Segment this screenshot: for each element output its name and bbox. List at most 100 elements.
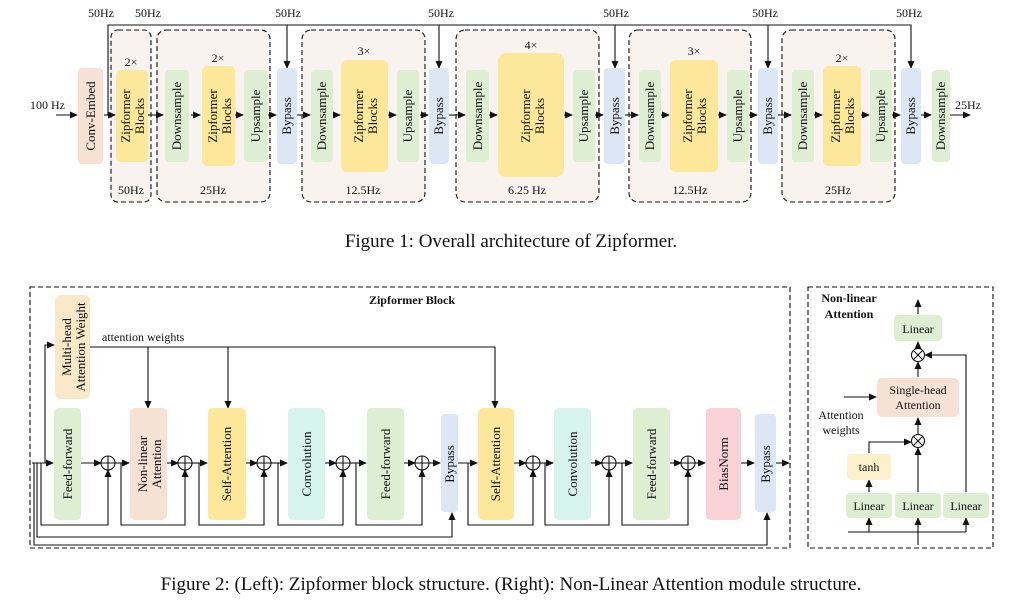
bypass-label: Bypass (607, 97, 622, 135)
upsample-box (727, 70, 749, 162)
stack-mult: 4× (525, 38, 538, 52)
self-attention-label: Self-Attention (219, 426, 234, 501)
bypass-box (604, 68, 625, 164)
stack-mult: 2× (836, 51, 849, 65)
downsample-label: Downsample (169, 81, 184, 150)
bypass-box (429, 68, 449, 164)
single-head-attention-box (877, 378, 959, 417)
zipformer-blocks-box (341, 60, 388, 172)
stack-rate: 25Hz (825, 183, 851, 197)
zipformer-block-boxes (54, 295, 776, 520)
feed-forward-label: Feed-forward (644, 428, 659, 499)
non-linear-attention-box (130, 408, 167, 520)
feed-forward-box (367, 408, 404, 520)
attention-weight-label: Attention Weight (73, 302, 88, 392)
linear-box (895, 493, 941, 518)
stack-rate: 25Hz (200, 183, 226, 197)
multi-head-attention-weight-box (55, 295, 90, 399)
self-attention-box (478, 408, 514, 520)
figure-2-caption: Figure 2: (Left): Zipformer block struct… (161, 574, 862, 595)
output-rate: 25Hz (955, 98, 981, 112)
bypass-label: Bypass (279, 97, 294, 135)
bypass-label: Bypass (903, 97, 918, 135)
zipformer-blocks-box (823, 66, 861, 166)
non-linear-attention-labels: Non-linear Attention Linear Single-head … (818, 291, 981, 513)
bias-norm-label: BiasNorm (716, 437, 731, 490)
zipformer-label: Zipformer (518, 89, 533, 143)
stack-rate: 12.5Hz (673, 183, 708, 197)
single-head-label: Single-head (889, 383, 946, 397)
non-linear-label: Non-linear (135, 435, 150, 492)
upsample-box (244, 70, 268, 162)
upsample-label: Upsample (400, 89, 415, 142)
bypass-rate: 50Hz (428, 6, 454, 20)
fig1-labels: 100 Hz 25Hz 50Hz 50Hz 50Hz 50Hz 50Hz 50H… (30, 6, 981, 252)
linear-label: Linear (950, 499, 981, 513)
upsample-label: Upsample (576, 89, 591, 142)
sum-node (525, 455, 541, 471)
bypass-label: Bypass (442, 445, 457, 483)
upsample-label: Upsample (248, 89, 263, 142)
nla-title: Attention (825, 307, 874, 321)
conv-embed-label: Conv-Embed (83, 81, 98, 151)
bypass-box (755, 414, 776, 512)
stack-rate: 12.5Hz (346, 183, 381, 197)
bypass-box (277, 68, 297, 164)
bypass-box (901, 68, 921, 164)
zipformer-blocks-box (202, 66, 235, 166)
convolution-label: Convolution (565, 431, 580, 497)
tanh-label: tanh (859, 460, 880, 474)
multiply-node (910, 347, 926, 363)
self-attention-box (208, 408, 246, 520)
sum-node (335, 455, 351, 471)
blocks-label: Blocks (532, 98, 547, 134)
zipformer-block-title: Zipformer Block (369, 293, 455, 307)
linear-label: Linear (902, 322, 933, 336)
bypass-rate: 50Hz (752, 6, 778, 20)
zipformer-block-frame (29, 286, 791, 549)
stack-mult: 2× (212, 51, 225, 65)
blocks-label: Blocks (365, 98, 380, 134)
figure-1-caption: Figure 1: Overall architecture of Zipfor… (345, 231, 677, 252)
input-rate: 100 Hz (30, 98, 65, 112)
sum-node (680, 455, 696, 471)
bypass-box (758, 68, 778, 164)
zipformer-blocks-box (498, 53, 564, 177)
feed-forward-box (54, 408, 81, 520)
zipformer-block-figure (29, 286, 791, 549)
non-linear-attention-figure (807, 286, 994, 549)
downsample-label: Downsample (795, 81, 810, 150)
bypass-rate: 50Hz (603, 6, 629, 20)
attention-weights-input-label: Attention (818, 408, 863, 422)
downsample-box (165, 70, 189, 162)
attention-label: Attention (149, 439, 164, 489)
downsample-box (792, 70, 814, 162)
zipformer-blocks-box (116, 70, 148, 162)
linear-box (894, 315, 942, 341)
bypass-label: Bypass (760, 97, 775, 135)
linear-label: Linear (902, 499, 933, 513)
linear-label: Linear (853, 499, 884, 513)
downsample-box (311, 70, 333, 162)
non-linear-attention-boxes (846, 315, 989, 518)
sum-node (414, 455, 430, 471)
feed-forward-label: Feed-forward (378, 428, 393, 499)
convolution-label: Convolution (299, 431, 314, 497)
convolution-box (554, 408, 591, 520)
downsample-label: Downsample (470, 81, 485, 150)
single-head-attention-label: Attention (895, 398, 940, 412)
linear-box (846, 493, 892, 518)
zipformer-label: Zipformer (828, 89, 843, 143)
attention-weights-label: attention weights (102, 330, 185, 344)
stack-mult: 2× (125, 55, 138, 69)
downsample-box (932, 70, 950, 162)
blocks-label: Blocks (132, 98, 147, 134)
non-linear-attention-frame (807, 286, 994, 549)
blocks-label: Blocks (219, 98, 234, 134)
bypass-label: Bypass (758, 445, 773, 483)
attention-weights-input-label: weights (822, 423, 860, 437)
multi-head-label: Multi-head (59, 318, 74, 376)
upsample-label: Upsample (873, 89, 888, 142)
stack-mult: 3× (358, 44, 371, 58)
